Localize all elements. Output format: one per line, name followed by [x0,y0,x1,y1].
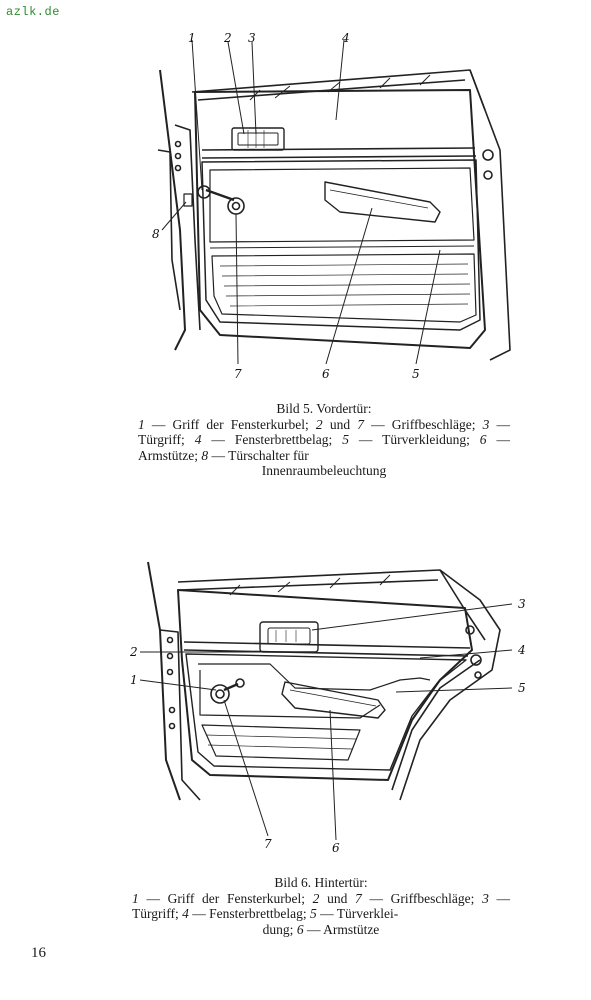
fig2-label-2: 2 [129,645,138,659]
fig2-label-3: 3 [518,597,526,611]
fig1-cap-text-4: — Fensterbrettbelag; [201,432,343,447]
page-number: 16 [31,945,46,961]
fig1-label-7: 7 [234,367,242,381]
fig2-label-1: 1 [130,673,138,687]
fig1-cap-num-5: 5 [342,432,349,447]
figure2-caption-title: Bild 6. Hintertür: [274,875,368,890]
fig2-cap-num-7: 7 [355,890,362,906]
fig1-label-2: 2 [223,31,232,45]
figure2-caption: Bild 6. Hintertür: 1 — Griff der Fenster… [132,875,510,937]
figure1-caption-last-line: Innenraumbeleuchtung [261,463,387,478]
fig2-label-5: 5 [518,681,526,695]
figure2-caption-last-line: dung; 6 — Armstütze [132,922,510,938]
fig1-cap-num-1: 1 [138,416,145,432]
fig1-label-1: 1 [188,31,196,45]
fig2-cap-num-1: 1 [132,890,139,906]
fig1-cap-text-6: — Armstütze; [138,432,510,463]
rear-door-drawing: 3 2 4 1 5 7 6 [129,561,526,855]
figure1-caption-title: Bild 5. Vordertür: [276,401,372,416]
fig2-cap-text-6: — Armstütze [303,921,380,937]
fig1-cap-text-7: — Griffbeschläge; [363,416,483,432]
fig2-label-7: 7 [264,837,272,851]
fig1-cap-text-3: — Türgriff; [138,416,511,448]
fig2-label-4: 4 [517,643,526,657]
fig2-cap-num-5: 5 [309,906,317,921]
fig1-cap-num-6: 6 [479,432,487,447]
figure1-caption: Bild 5. Vordertür: 1 — Griff der Fenster… [138,401,510,479]
fig2-cap-text-3: — Türgriff; [132,890,510,922]
fig1-cap-text-8: — Türschalter für [208,447,309,463]
front-door-drawing: 1 2 3 4 8 7 6 5 [152,31,511,381]
fig1-label-8: 8 [152,227,160,241]
fig2-cap-text-2: und [319,890,356,906]
fig1-label-5: 5 [412,367,420,381]
rear-door-illustration: 3 2 4 1 5 7 6 [120,560,550,860]
front-door-illustration: 1 2 3 4 8 7 6 5 [140,30,540,390]
fig1-cap-num-3: 3 [482,416,490,432]
fig1-cap-num-2: 2 [315,416,323,432]
fig2-cap-text-7: — Griffbeschläge; [361,890,483,906]
fig2-cap-num-3: 3 [482,890,489,906]
fig1-cap-text-1: — Griff der Fensterkurbel; [144,416,316,432]
fig1-cap-num-7: 7 [357,416,364,432]
fig2-cap-text-1: — Griff der Fensterkurbel; [138,890,313,906]
watermark: azlk.de [6,5,60,19]
fig2-cap-last-pre: dung; [262,921,297,937]
fig1-cap-num-4: 4 [194,432,202,447]
fig1-label-6: 6 [322,367,330,381]
fig1-label-3: 3 [248,31,256,45]
fig1-cap-num-8: 8 [201,447,209,463]
fig1-label-4: 4 [341,31,350,45]
fig2-label-6: 6 [332,841,340,855]
fig2-cap-num-4: 4 [182,906,189,921]
fig2-cap-num-6: 6 [296,921,304,937]
fig1-cap-text-2: und [322,416,358,432]
fig1-cap-text-5: — Türverkleidung; [348,432,480,447]
fig2-cap-num-2: 2 [312,890,320,906]
fig2-cap-text-4: — Fensterbrettbelag; [188,906,310,921]
fig2-cap-text-5: — Türverklei- [316,906,399,921]
